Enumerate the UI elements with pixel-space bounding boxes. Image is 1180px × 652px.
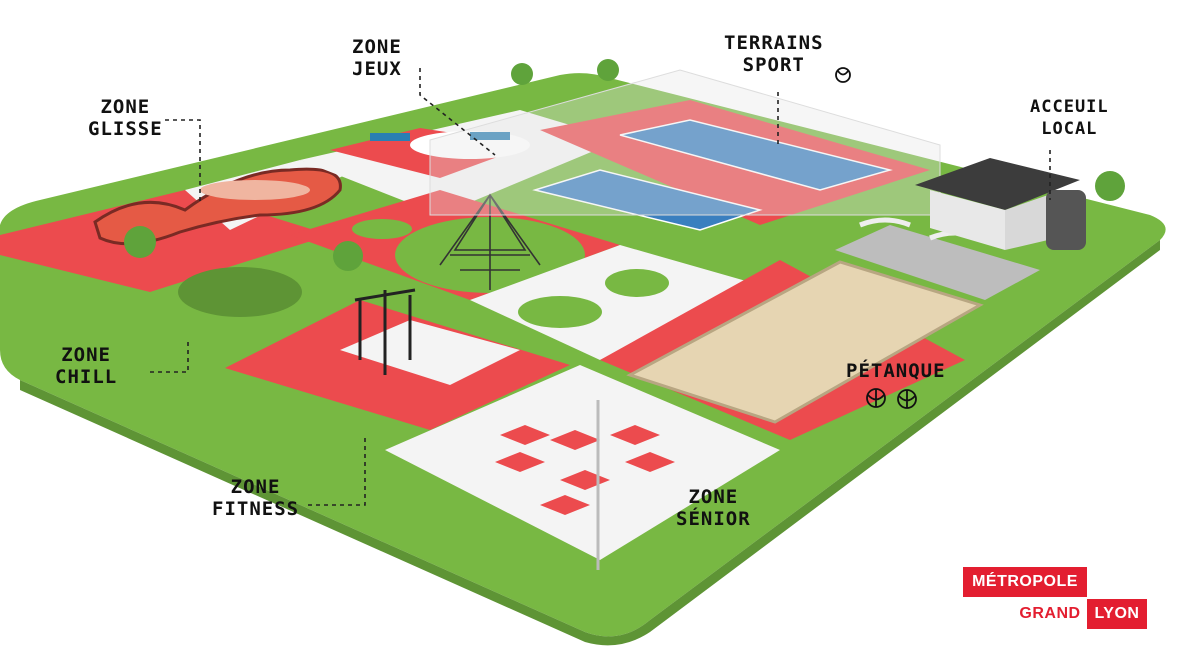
petanque-ball-icon: [866, 388, 917, 409]
accueil-building-side: [1005, 195, 1048, 250]
central-white-band: [470, 245, 760, 360]
lawn-circle-2: [518, 296, 602, 328]
ping-pong-table-2: [470, 132, 510, 140]
accueil-building-roof: [915, 158, 1080, 210]
trees: [124, 59, 1125, 271]
lawn-circle-1: [605, 269, 669, 297]
ping-pong-table-1: [370, 133, 410, 141]
leader-lines: [150, 68, 1051, 506]
chill-lawn: [178, 267, 302, 317]
basket-court: [619, 119, 893, 191]
zone-senior-ground: [385, 365, 780, 560]
climbing-net: [439, 193, 541, 290]
volleyball-icon: [835, 67, 851, 83]
metropole-logo-line1: MÉTROPOLE: [963, 567, 1087, 597]
lawn-circle-3: [352, 219, 412, 239]
metropole-logo-grand: GRAND: [1015, 599, 1085, 629]
accueil-building-wall: [930, 190, 1005, 250]
shade-area: [835, 225, 1040, 300]
pump-track-inner: [200, 180, 310, 200]
accueil-silo: [1046, 190, 1086, 250]
calisthenics-bars: [354, 288, 416, 375]
label-petanque: PÉTANQUE: [846, 360, 946, 382]
senior-red-squares: [495, 425, 675, 515]
metropole-logo-lyon: LYON: [1087, 599, 1147, 629]
petanque-sand: [626, 260, 984, 424]
